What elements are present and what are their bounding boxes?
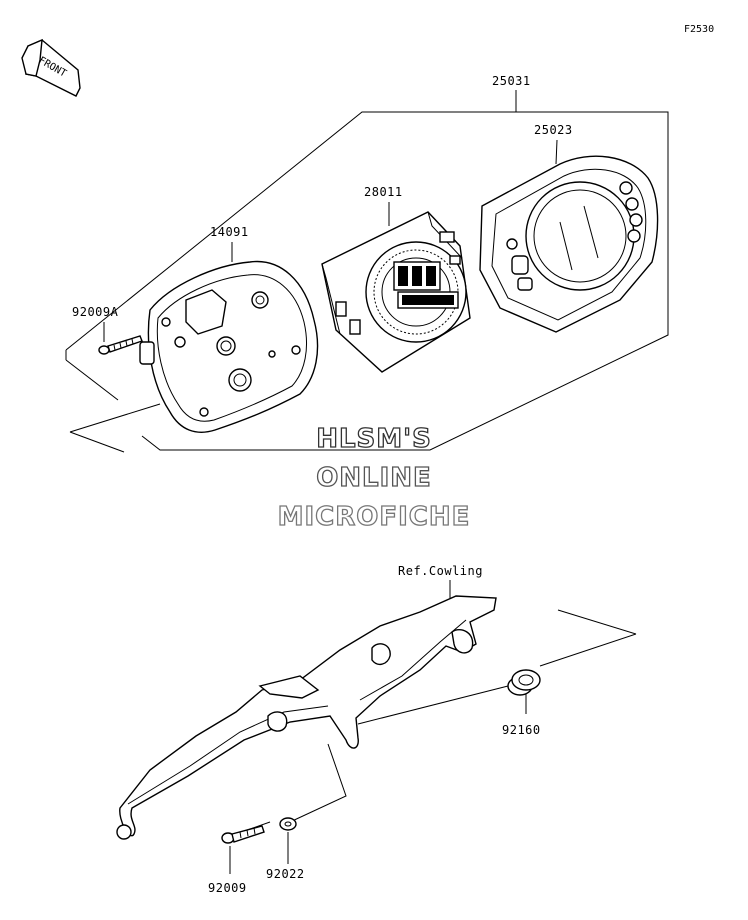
meter-case-25023: [479, 155, 659, 333]
watermark-line1: HLSM'S: [316, 424, 432, 454]
label-92009: 92009: [208, 881, 247, 895]
label-92160: 92160: [502, 723, 541, 737]
screw-92009a: [98, 335, 143, 355]
lower-guide-lines: [229, 609, 637, 837]
label-92009A: 92009A: [72, 305, 119, 319]
assembly-outline: [65, 111, 669, 453]
watermark-line3: MICROFICHE: [278, 502, 471, 532]
label-25031: 25031: [492, 74, 531, 88]
figure-code: F2530: [684, 24, 714, 35]
label-92022: 92022: [266, 867, 305, 881]
watermark: HLSM'S ONLINE MICROFICHE: [277, 423, 471, 532]
grommet-92160: [507, 669, 541, 696]
screw-92009: [221, 825, 265, 844]
display-unit-28011: [321, 211, 471, 373]
label-14091: 14091: [210, 225, 249, 239]
rear-cover-14091: [139, 260, 319, 433]
bracket: [116, 595, 497, 840]
washer-92022: [279, 817, 297, 831]
leader-25023: [555, 139, 558, 165]
label-ref-cowling: Ref.Cowling: [398, 564, 483, 578]
watermark-line2: ONLINE: [316, 463, 432, 493]
label-25023: 25023: [534, 123, 573, 137]
label-28011: 28011: [364, 185, 403, 199]
front-arrow-icon: FRONT: [21, 38, 81, 97]
